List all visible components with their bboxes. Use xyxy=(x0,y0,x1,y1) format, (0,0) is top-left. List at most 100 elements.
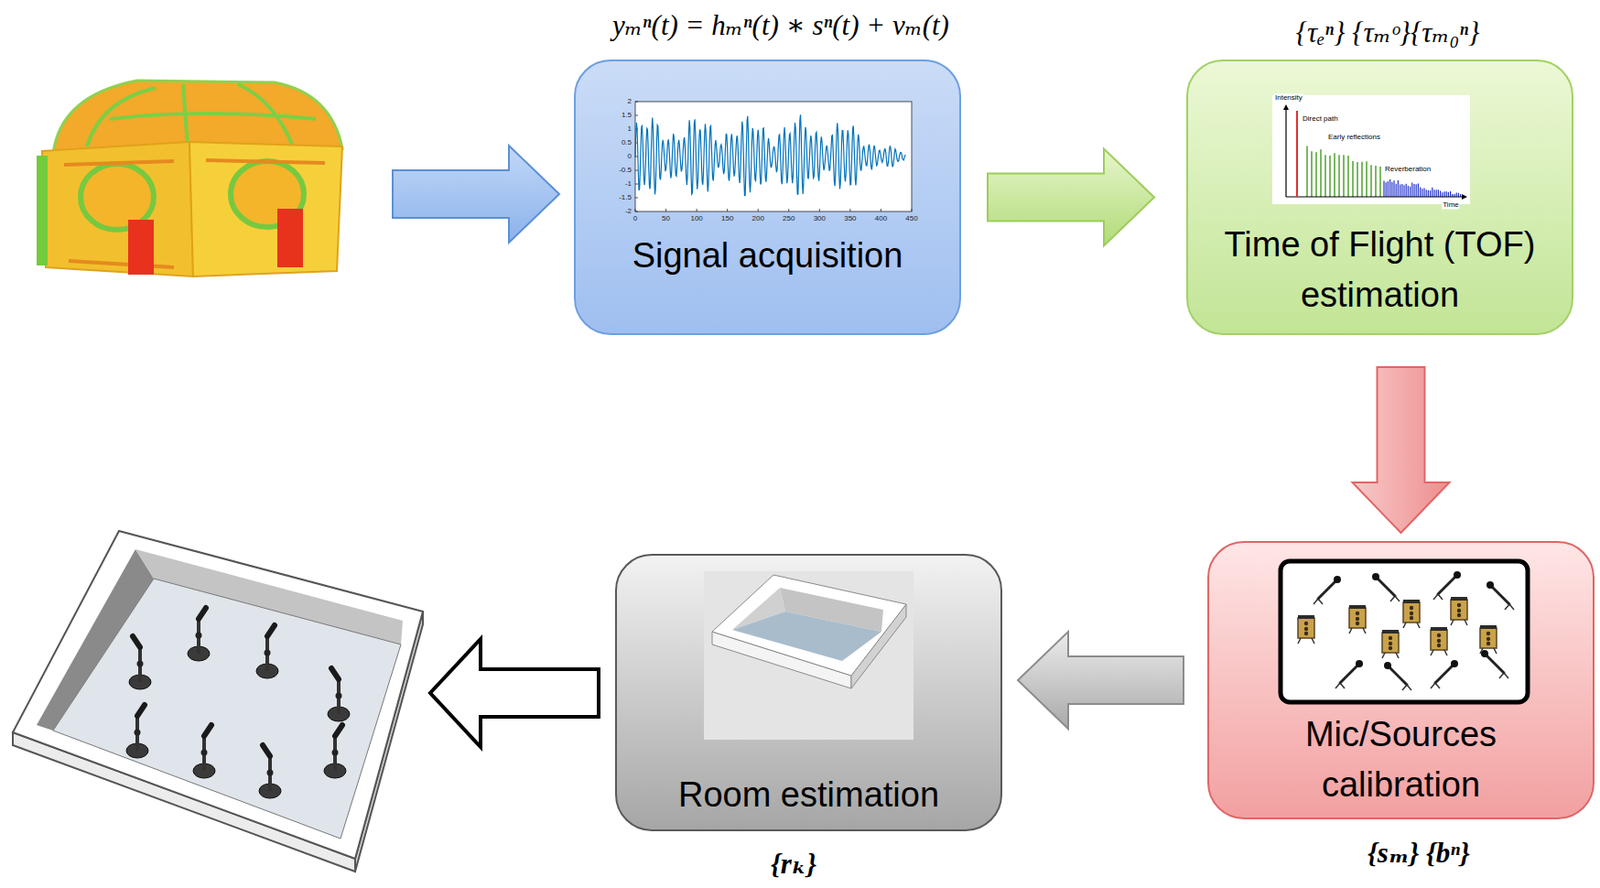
early-reflection-spike xyxy=(1351,161,1354,197)
block-arrow xyxy=(987,149,1155,247)
reverberation-spike xyxy=(1448,192,1449,197)
microphone-head xyxy=(1453,571,1461,579)
tick-mark xyxy=(819,208,821,212)
speaker-stand xyxy=(1382,652,1399,659)
reverberation-spike xyxy=(1431,187,1433,197)
early-reflection-spike xyxy=(1310,151,1313,197)
stand-base xyxy=(126,743,149,758)
microphone-stand xyxy=(187,607,210,661)
stand-pole xyxy=(336,679,341,714)
microphone-icon xyxy=(1383,661,1412,691)
early-reflection-spike xyxy=(1356,162,1359,197)
waveform-plot xyxy=(635,101,912,212)
speaker-cone xyxy=(1355,611,1360,616)
speaker-cone xyxy=(1457,613,1461,617)
microphone-head xyxy=(1372,572,1380,581)
stand-pole xyxy=(138,647,142,682)
reverberation-spike xyxy=(1421,188,1423,197)
speaker-icon xyxy=(1297,615,1315,644)
reverberation-spike xyxy=(1459,194,1461,197)
microphone-head xyxy=(335,724,343,736)
microphone-stand xyxy=(256,625,279,679)
reverberation-spike xyxy=(1429,190,1431,197)
speaker-stand xyxy=(1450,619,1468,626)
formula-label: {sₘ} {bⁿ} xyxy=(1367,836,1471,870)
speaker-stand xyxy=(1349,627,1366,634)
speaker-top xyxy=(1297,615,1315,619)
early-reflection-spike xyxy=(1338,154,1341,197)
speaker-cone xyxy=(1437,638,1441,643)
tick-label: 250 xyxy=(782,214,795,223)
formula-label: {rₖ} xyxy=(770,847,817,881)
axis-head xyxy=(1461,194,1468,200)
microphone-stand xyxy=(1433,594,1443,600)
stand-joint xyxy=(195,632,203,639)
stand-base xyxy=(256,663,279,679)
reverberation-spike xyxy=(1419,186,1421,197)
tick-mark xyxy=(635,156,638,158)
room-wall xyxy=(732,587,786,630)
axis-head xyxy=(1283,104,1289,110)
process-box: Room estimation xyxy=(615,553,1003,832)
speaker-icon xyxy=(1450,596,1468,626)
early-reflection-spike xyxy=(1319,149,1322,197)
microphone-stand xyxy=(1390,595,1400,602)
microphone-stand xyxy=(1499,672,1509,679)
tick-label: 0.5 xyxy=(621,138,632,147)
chapel-ornament xyxy=(230,161,304,228)
microphone-stand xyxy=(327,668,350,722)
speaker-cone xyxy=(1355,616,1360,621)
early-reflection-spike xyxy=(1370,164,1373,197)
speaker-stand xyxy=(1430,649,1448,656)
chart-axis xyxy=(1285,108,1287,197)
tick-mark xyxy=(911,208,913,212)
chapel-ornament xyxy=(80,163,154,230)
microphone-stand xyxy=(1313,598,1323,605)
reverberation-spike xyxy=(1413,183,1415,197)
speaker-cone xyxy=(1409,605,1414,610)
reverberation-spike xyxy=(1446,191,1448,197)
tick-label: 1.5 xyxy=(621,110,632,119)
early-reflection-spike xyxy=(1324,154,1327,197)
stand-pole xyxy=(268,756,272,791)
speaker-box xyxy=(1430,629,1448,650)
room-wall xyxy=(135,549,403,645)
speaker-box xyxy=(1403,602,1420,623)
tick-label: -1.5 xyxy=(618,193,632,202)
stand-base xyxy=(187,646,210,661)
microphone-stand xyxy=(1430,682,1440,689)
chapel-model xyxy=(36,80,343,277)
room-side xyxy=(712,631,852,689)
tick-mark xyxy=(665,208,667,212)
stand-joint xyxy=(335,692,343,700)
microphone-head xyxy=(1333,575,1341,584)
speaker-top xyxy=(1450,596,1468,601)
speaker-cone xyxy=(1486,637,1491,641)
node-label: Room estimation xyxy=(678,769,940,821)
tick-mark xyxy=(635,208,637,212)
tick-mark xyxy=(635,115,638,117)
room-side xyxy=(12,732,356,872)
microphone-icon xyxy=(1433,571,1461,600)
microphone-stand xyxy=(259,745,282,799)
early-reflection-spike xyxy=(1315,151,1318,197)
reverberation-spike xyxy=(1416,183,1417,197)
tick-label: 1 xyxy=(627,124,632,133)
block-arrow xyxy=(392,145,560,243)
tick-mark xyxy=(635,183,638,185)
echogram-chart xyxy=(1272,95,1471,205)
process-box: Time of Flight (TOF) estimation xyxy=(1186,59,1574,336)
microphone-icon xyxy=(1335,659,1363,689)
reverberation-spike xyxy=(1453,194,1455,197)
reverberation-spike xyxy=(1426,189,1428,197)
microphone-head xyxy=(1450,659,1459,668)
microphone-head xyxy=(267,625,275,637)
microphone-head xyxy=(331,668,339,680)
reverberation-spike xyxy=(1403,184,1405,197)
stand-pole xyxy=(333,735,337,771)
tick-mark xyxy=(849,208,851,212)
microphone-icon xyxy=(1430,659,1459,689)
chart-axis xyxy=(1286,195,1463,197)
tick-mark xyxy=(635,211,638,213)
